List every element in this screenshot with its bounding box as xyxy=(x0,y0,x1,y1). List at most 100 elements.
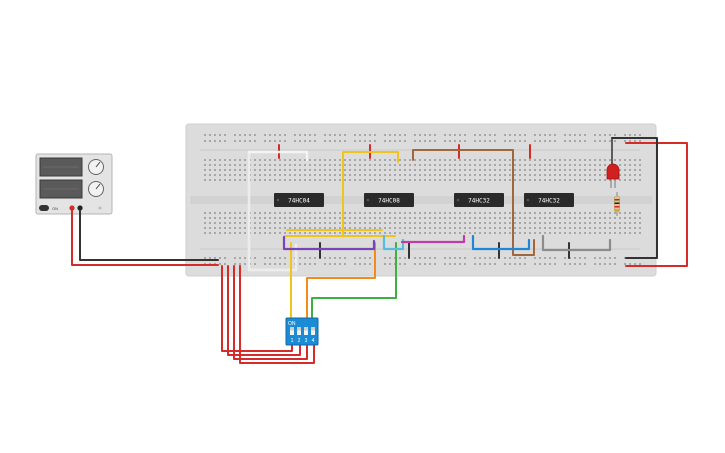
breadboard-hole[interactable] xyxy=(609,263,611,265)
breadboard-hole[interactable] xyxy=(229,227,231,229)
breadboard-hole[interactable] xyxy=(299,227,301,229)
breadboard-hole[interactable] xyxy=(254,222,256,224)
breadboard-hole[interactable] xyxy=(539,169,541,171)
breadboard-hole[interactable] xyxy=(549,217,551,219)
breadboard-hole[interactable] xyxy=(569,232,571,234)
breadboard-hole[interactable] xyxy=(539,164,541,166)
breadboard-hole[interactable] xyxy=(464,174,466,176)
breadboard-hole[interactable] xyxy=(594,174,596,176)
breadboard-hole[interactable] xyxy=(204,227,206,229)
breadboard-hole[interactable] xyxy=(354,222,356,224)
breadboard-hole[interactable] xyxy=(264,217,266,219)
breadboard-hole[interactable] xyxy=(519,159,521,161)
breadboard-hole[interactable] xyxy=(229,179,231,181)
breadboard-hole[interactable] xyxy=(254,227,256,229)
breadboard-hole[interactable] xyxy=(504,179,506,181)
breadboard-hole[interactable] xyxy=(539,257,541,259)
breadboard-hole[interactable] xyxy=(579,174,581,176)
breadboard-hole[interactable] xyxy=(344,169,346,171)
breadboard-hole[interactable] xyxy=(434,212,436,214)
breadboard-hole[interactable] xyxy=(259,232,261,234)
breadboard-hole[interactable] xyxy=(354,169,356,171)
breadboard-hole[interactable] xyxy=(474,232,476,234)
breadboard-hole[interactable] xyxy=(409,169,411,171)
breadboard-hole[interactable] xyxy=(309,159,311,161)
breadboard-hole[interactable] xyxy=(539,140,541,142)
breadboard-hole[interactable] xyxy=(334,169,336,171)
breadboard-hole[interactable] xyxy=(539,212,541,214)
breadboard-hole[interactable] xyxy=(224,140,226,142)
breadboard-hole[interactable] xyxy=(244,217,246,219)
breadboard-hole[interactable] xyxy=(434,263,436,265)
breadboard-hole[interactable] xyxy=(224,263,226,265)
breadboard-hole[interactable] xyxy=(374,174,376,176)
breadboard-hole[interactable] xyxy=(584,169,586,171)
breadboard-hole[interactable] xyxy=(269,134,271,136)
breadboard-hole[interactable] xyxy=(569,227,571,229)
breadboard-hole[interactable] xyxy=(304,174,306,176)
breadboard-hole[interactable] xyxy=(239,212,241,214)
breadboard-hole[interactable] xyxy=(624,263,626,265)
breadboard-hole[interactable] xyxy=(559,159,561,161)
breadboard-hole[interactable] xyxy=(629,174,631,176)
breadboard-hole[interactable] xyxy=(549,257,551,259)
breadboard-hole[interactable] xyxy=(584,134,586,136)
breadboard-hole[interactable] xyxy=(234,217,236,219)
breadboard-hole[interactable] xyxy=(634,227,636,229)
breadboard-hole[interactable] xyxy=(269,179,271,181)
breadboard-hole[interactable] xyxy=(349,159,351,161)
breadboard-hole[interactable] xyxy=(294,174,296,176)
breadboard-hole[interactable] xyxy=(339,222,341,224)
breadboard-hole[interactable] xyxy=(399,140,401,142)
breadboard-hole[interactable] xyxy=(404,257,406,259)
breadboard-hole[interactable] xyxy=(564,169,566,171)
breadboard-hole[interactable] xyxy=(514,169,516,171)
breadboard-hole[interactable] xyxy=(449,140,451,142)
breadboard-hole[interactable] xyxy=(564,159,566,161)
breadboard-hole[interactable] xyxy=(534,169,536,171)
breadboard-hole[interactable] xyxy=(389,217,391,219)
breadboard-hole[interactable] xyxy=(259,159,261,161)
breadboard-hole[interactable] xyxy=(264,179,266,181)
breadboard-hole[interactable] xyxy=(604,263,606,265)
breadboard-hole[interactable] xyxy=(334,263,336,265)
breadboard-hole[interactable] xyxy=(534,227,536,229)
breadboard-hole[interactable] xyxy=(454,227,456,229)
breadboard-hole[interactable] xyxy=(444,169,446,171)
breadboard-hole[interactable] xyxy=(544,222,546,224)
breadboard-hole[interactable] xyxy=(454,140,456,142)
breadboard-hole[interactable] xyxy=(514,140,516,142)
breadboard-hole[interactable] xyxy=(504,257,506,259)
breadboard-hole[interactable] xyxy=(369,263,371,265)
breadboard-hole[interactable] xyxy=(354,227,356,229)
breadboard-hole[interactable] xyxy=(564,164,566,166)
breadboard-hole[interactable] xyxy=(489,164,491,166)
breadboard-hole[interactable] xyxy=(344,257,346,259)
breadboard-hole[interactable] xyxy=(459,140,461,142)
breadboard-hole[interactable] xyxy=(234,212,236,214)
breadboard-hole[interactable] xyxy=(389,212,391,214)
breadboard-hole[interactable] xyxy=(494,212,496,214)
breadboard-hole[interactable] xyxy=(604,222,606,224)
breadboard-hole[interactable] xyxy=(329,140,331,142)
breadboard-hole[interactable] xyxy=(209,212,211,214)
breadboard-hole[interactable] xyxy=(479,164,481,166)
breadboard-hole[interactable] xyxy=(314,169,316,171)
breadboard-hole[interactable] xyxy=(584,174,586,176)
breadboard-hole[interactable] xyxy=(559,212,561,214)
breadboard-hole[interactable] xyxy=(624,140,626,142)
breadboard-hole[interactable] xyxy=(269,140,271,142)
breadboard-hole[interactable] xyxy=(469,212,471,214)
breadboard-hole[interactable] xyxy=(444,140,446,142)
breadboard-hole[interactable] xyxy=(489,140,491,142)
breadboard-hole[interactable] xyxy=(554,159,556,161)
breadboard-hole[interactable] xyxy=(259,174,261,176)
breadboard-hole[interactable] xyxy=(299,222,301,224)
breadboard-hole[interactable] xyxy=(329,164,331,166)
breadboard-hole[interactable] xyxy=(619,227,621,229)
breadboard-hole[interactable] xyxy=(354,179,356,181)
breadboard-hole[interactable] xyxy=(399,222,401,224)
breadboard-hole[interactable] xyxy=(324,232,326,234)
breadboard-hole[interactable] xyxy=(509,263,511,265)
breadboard-hole[interactable] xyxy=(219,257,221,259)
